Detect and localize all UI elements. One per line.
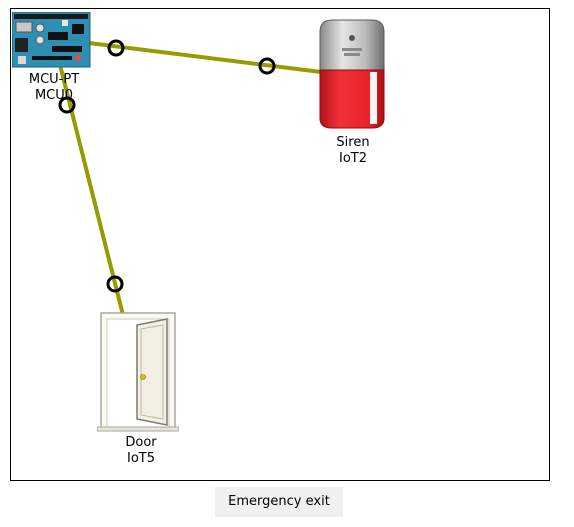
link-endpoint-siren [258,57,276,75]
mcu-device[interactable] [11,11,92,72]
mcu-type-label: MCU-PT [28,72,80,87]
door-name-label: IoT5 [126,451,155,466]
microcontroller-board-icon [11,11,91,68]
network-canvas[interactable]: MCU-PT MCU0 [10,8,550,481]
link-endpoint-mcu-siren [107,39,125,57]
link-endpoint-door [106,275,124,293]
link-mcu-siren[interactable] [71,39,323,74]
siren-label: Siren IoT2 [336,135,369,167]
door-device[interactable] [96,311,180,433]
link-endpoint-mcu-door [58,96,76,114]
caption: Emergency exit [215,487,343,517]
mcu-name-label: MCU0 [34,88,74,103]
siren-icon [319,19,385,129]
door-type-label: Door [125,435,157,450]
links-layer [58,39,323,317]
siren-device[interactable] [314,18,390,130]
siren-name-label: IoT2 [338,151,367,166]
door-label: Door IoT5 [125,435,156,467]
siren-type-label: Siren [336,135,370,150]
door-icon [96,312,180,432]
mcu-label: MCU-PT MCU0 [29,72,79,104]
